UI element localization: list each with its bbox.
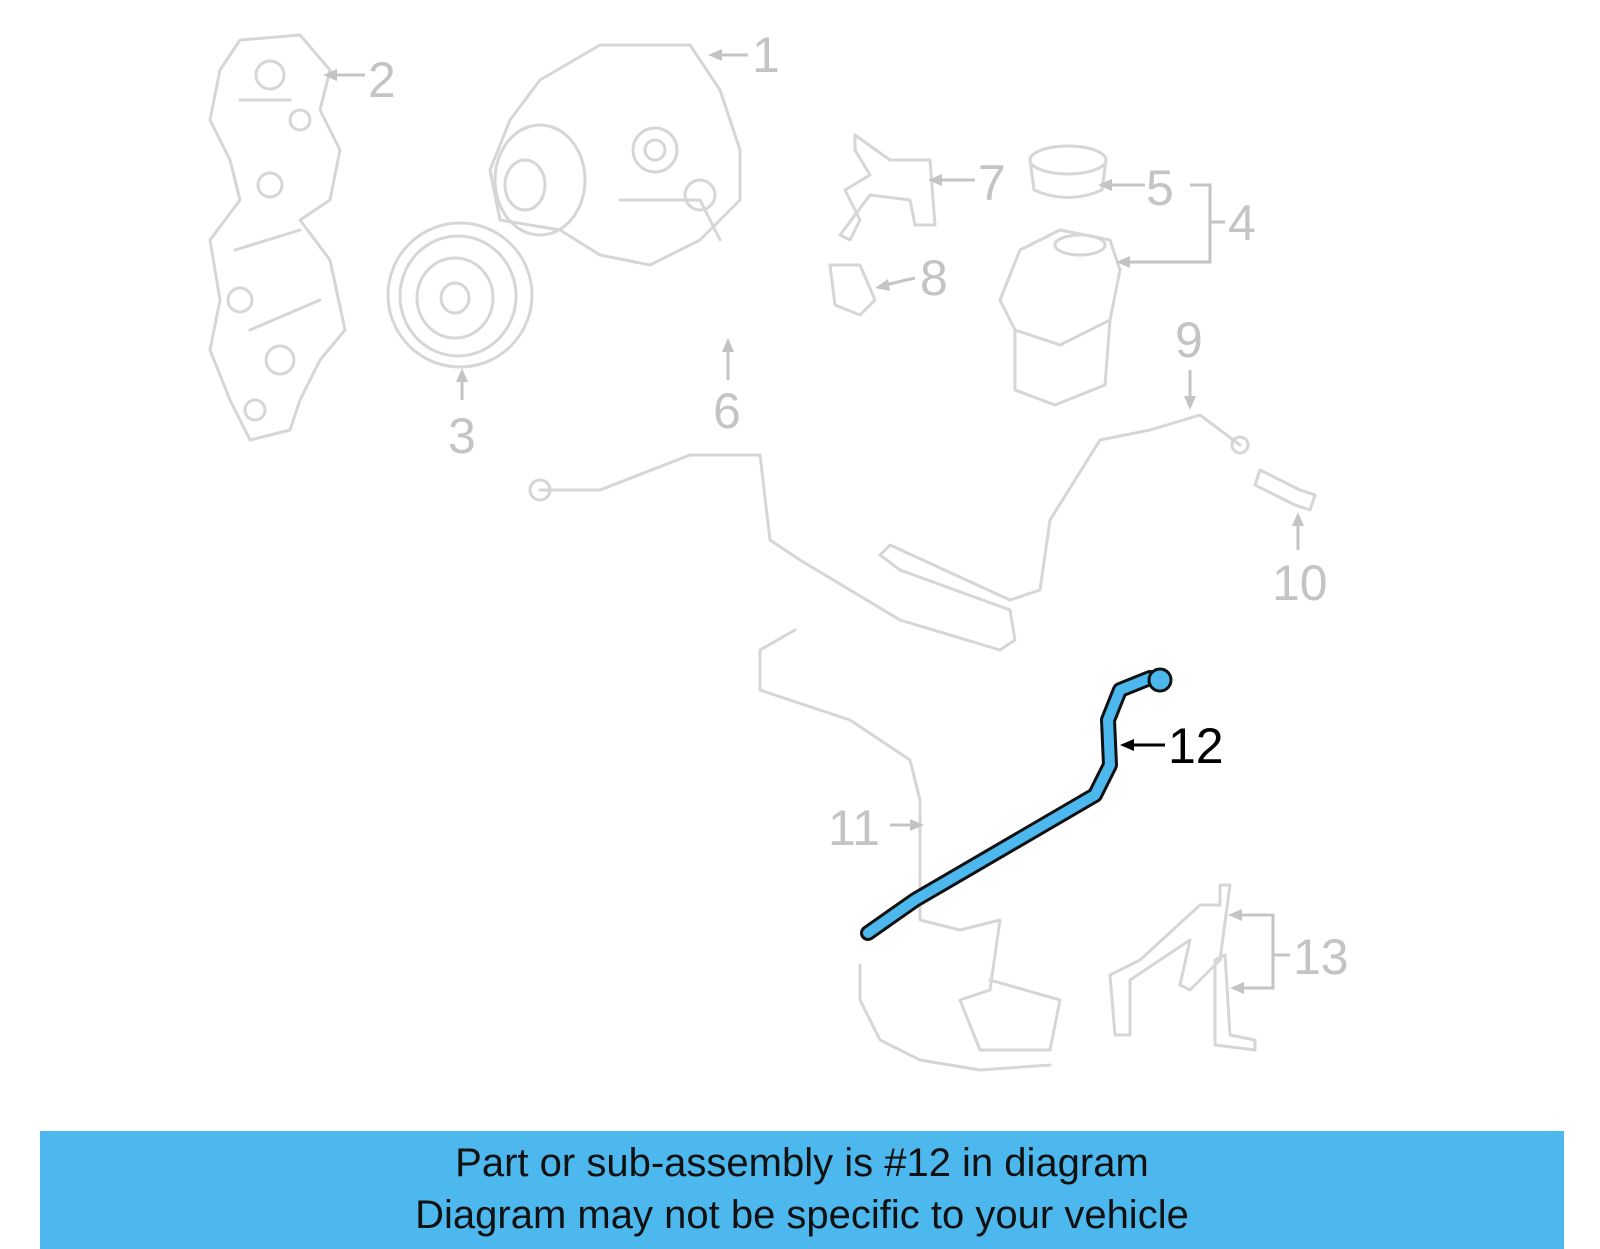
banner-line-disclaimer: Diagram may not be specific to your vehi… bbox=[415, 1193, 1189, 1237]
part-12-hose-highlighted[interactable] bbox=[860, 667, 1173, 941]
part-11-hose bbox=[758, 628, 1062, 1072]
callout-3: 3 bbox=[448, 408, 476, 464]
callout-6: 6 bbox=[713, 383, 741, 439]
callout-10: 10 bbox=[1272, 555, 1328, 611]
callout-11: 11 bbox=[828, 800, 880, 856]
part-8-clip bbox=[828, 263, 877, 317]
part-10-bolt bbox=[1253, 468, 1317, 512]
callout-4: 4 bbox=[1228, 195, 1256, 251]
callout-1: 1 bbox=[752, 27, 780, 83]
part-1-pump bbox=[488, 43, 742, 267]
callout-leaders bbox=[323, 49, 1304, 994]
callout-7: 7 bbox=[978, 155, 1006, 211]
callout-9: 9 bbox=[1175, 312, 1203, 368]
callout-8: 8 bbox=[920, 250, 948, 306]
part-3-pulley bbox=[386, 221, 534, 369]
part-2-bracket bbox=[208, 33, 347, 442]
callout-13: 13 bbox=[1293, 929, 1349, 985]
part-6-hose bbox=[578, 313, 917, 427]
part-9-line bbox=[528, 413, 1250, 652]
callout-5: 5 bbox=[1146, 160, 1174, 216]
callout-2: 2 bbox=[368, 52, 396, 108]
part-4-reservoir bbox=[998, 228, 1122, 407]
part-13-brackets bbox=[1108, 883, 1257, 1052]
part-7-bracket bbox=[838, 133, 937, 242]
callout-12: 12 bbox=[1168, 718, 1224, 774]
banner-line-part: Part or sub-assembly is #12 in diagram bbox=[455, 1141, 1149, 1185]
part-5-cap bbox=[1028, 144, 1108, 199]
info-banner: Part or sub-assembly is #12 in diagram D… bbox=[40, 1131, 1564, 1249]
